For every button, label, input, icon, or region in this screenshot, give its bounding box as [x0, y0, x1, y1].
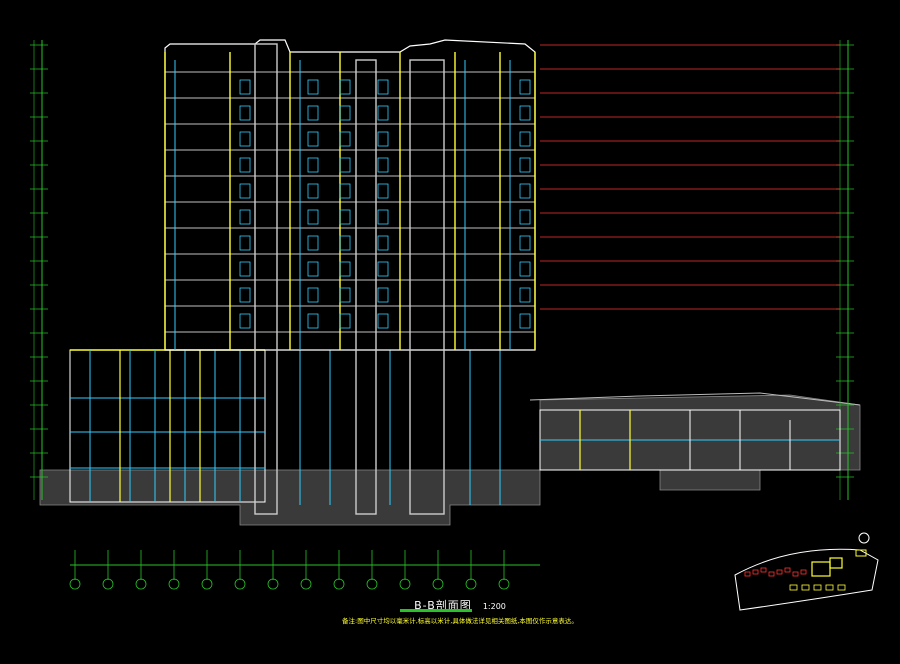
window: [239, 313, 251, 329]
window: [377, 261, 389, 277]
basement-right: [539, 409, 841, 471]
window: [307, 287, 319, 303]
window: [239, 183, 251, 199]
tower-floor-slabs: [165, 71, 535, 333]
window: [339, 79, 351, 95]
axis-bubble: [366, 578, 378, 590]
window: [339, 313, 351, 329]
axis-bubble: [333, 578, 345, 590]
key-plan-block: [792, 571, 799, 577]
key-plan-block: [837, 584, 846, 591]
left-elevation-dimensions: [30, 40, 48, 500]
axis-bubble: [69, 578, 81, 590]
window: [519, 79, 531, 95]
window: [339, 287, 351, 303]
axis-bubble: [432, 578, 444, 590]
window: [239, 157, 251, 173]
key-plan-block: [752, 569, 759, 575]
window: [519, 157, 531, 173]
window: [339, 261, 351, 277]
drawing-scale: 1:200: [482, 602, 506, 611]
window: [377, 235, 389, 251]
key-plan-block: [825, 584, 834, 591]
window: [519, 131, 531, 147]
window: [519, 261, 531, 277]
window: [519, 287, 531, 303]
window: [377, 79, 389, 95]
core-shafts: [254, 43, 445, 515]
window: [377, 287, 389, 303]
key-plan-block: [813, 584, 822, 591]
tower-walls: [164, 52, 536, 350]
window: [239, 235, 251, 251]
window: [307, 313, 319, 329]
window: [339, 209, 351, 225]
window: [307, 261, 319, 277]
key-plan-block: [744, 571, 751, 577]
key-plan-blocks: [744, 567, 846, 591]
axis-bubble: [168, 578, 180, 590]
window: [307, 131, 319, 147]
axis-bubble: [300, 578, 312, 590]
window: [307, 105, 319, 121]
window: [377, 209, 389, 225]
key-plan-block: [800, 569, 807, 575]
drawing-title-block: B-B剖面图 1:200: [360, 594, 560, 613]
window: [339, 157, 351, 173]
key-plan-block: [760, 567, 767, 573]
window: [239, 287, 251, 303]
window: [307, 79, 319, 95]
window: [339, 105, 351, 121]
tower-windows: [239, 79, 531, 329]
axis-bubble: [399, 578, 411, 590]
window: [339, 235, 351, 251]
key-plan-block: [789, 584, 798, 591]
ground-mass: [39, 392, 861, 526]
window: [519, 313, 531, 329]
key-plan-block: [776, 569, 783, 575]
key-plan-block: [801, 584, 810, 591]
window: [307, 157, 319, 173]
bottom-dimension-chain: [69, 550, 540, 590]
window: [339, 183, 351, 199]
window: [307, 183, 319, 199]
window: [239, 209, 251, 225]
axis-bubble: [201, 578, 213, 590]
axis-bubble: [267, 578, 279, 590]
key-plan-block: [784, 567, 791, 573]
window: [239, 131, 251, 147]
axis-bubble: [465, 578, 477, 590]
axis-bubble: [234, 578, 246, 590]
window: [307, 235, 319, 251]
window: [239, 261, 251, 277]
window: [239, 79, 251, 95]
north-arrow-icon: [858, 532, 870, 544]
window: [519, 235, 531, 251]
axis-bubble: [135, 578, 147, 590]
window: [339, 131, 351, 147]
window: [519, 183, 531, 199]
title-underline: [400, 609, 472, 612]
window: [377, 131, 389, 147]
window: [519, 105, 531, 121]
podium-columns: [89, 350, 501, 505]
key-plan: [734, 532, 879, 611]
key-plan-block: [768, 571, 775, 577]
window: [377, 105, 389, 121]
axis-bubble: [102, 578, 114, 590]
window: [377, 183, 389, 199]
drawing-title: B-B剖面图: [414, 599, 472, 612]
window: [307, 209, 319, 225]
window: [377, 313, 389, 329]
window: [239, 105, 251, 121]
axis-bubble: [498, 578, 510, 590]
window: [377, 157, 389, 173]
window: [519, 209, 531, 225]
drawing-note: 备注:图中尺寸均以毫米计,标高以米计,具体做法详见相关图纸,本图仅作示意表达。: [342, 617, 578, 625]
leader-lines: [540, 44, 840, 310]
